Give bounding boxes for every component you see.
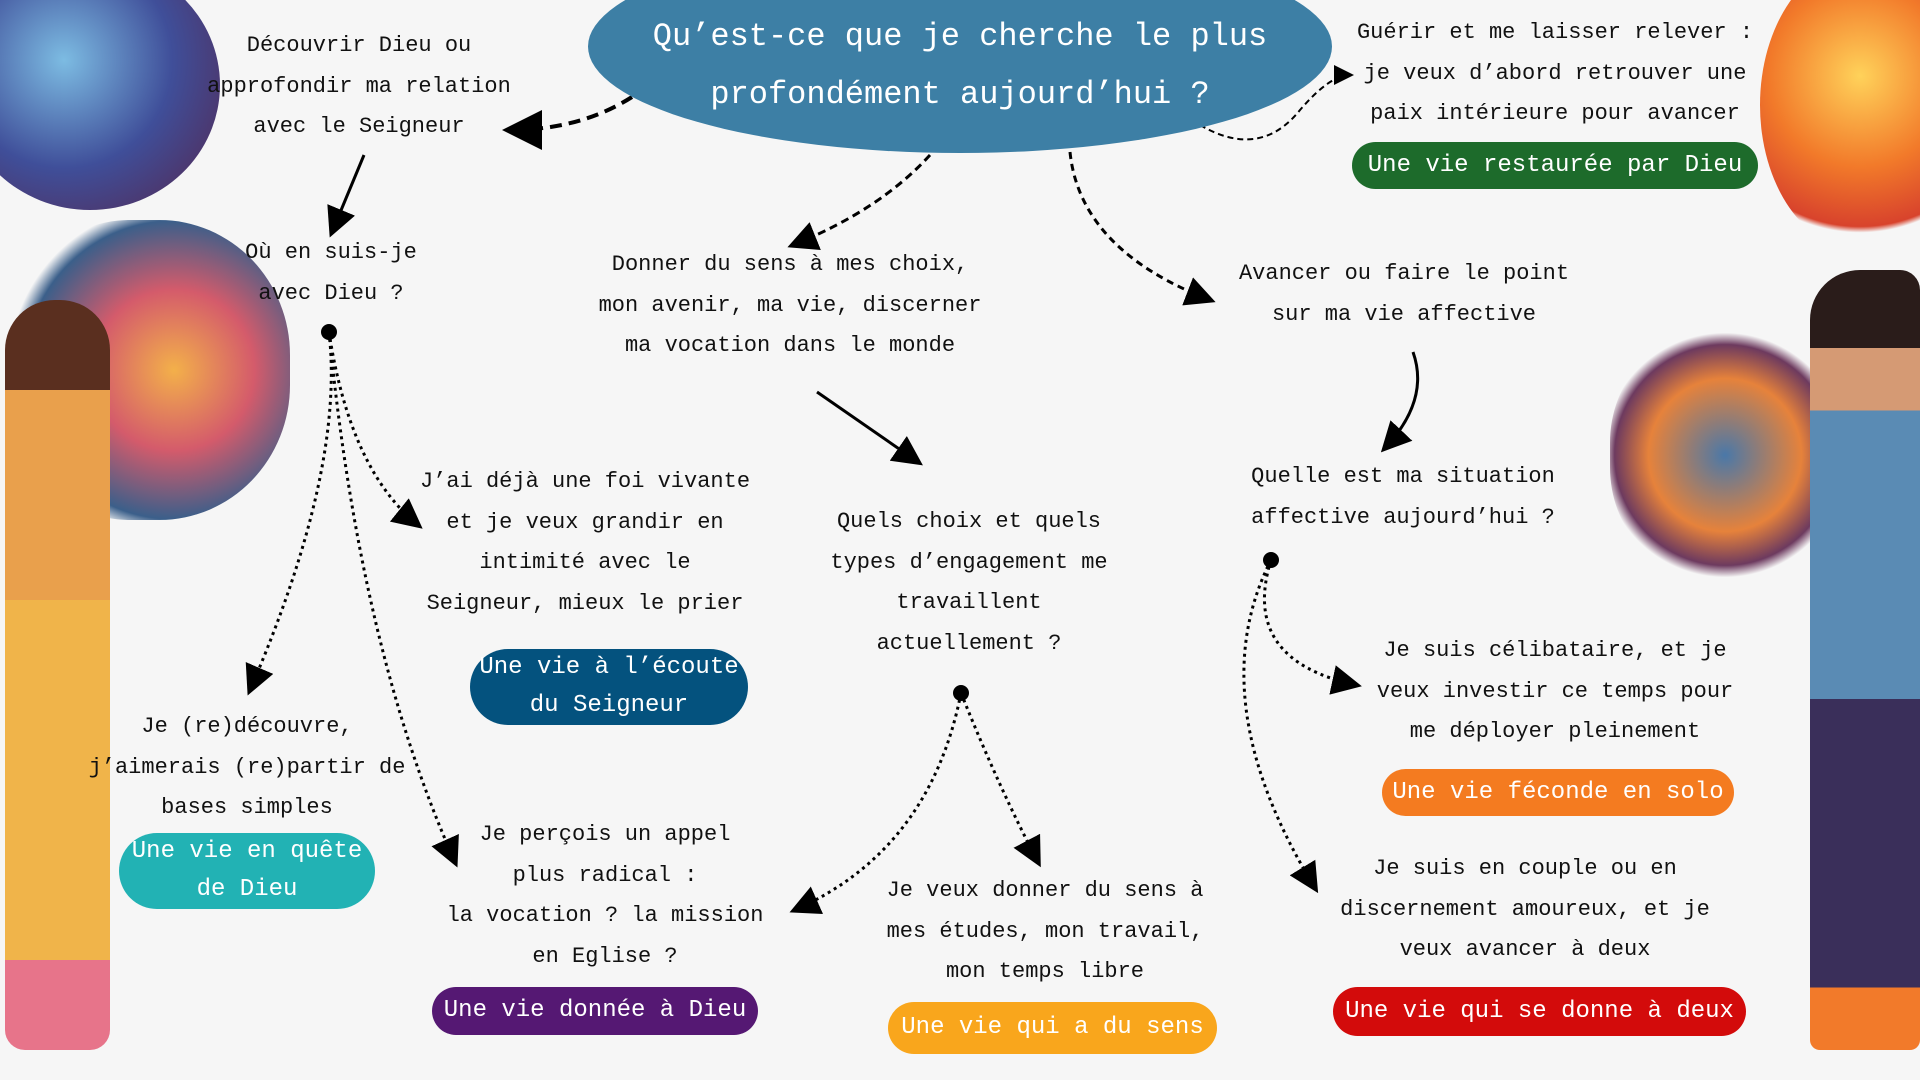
text-line: j’aimerais (re)partir de xyxy=(88,754,406,780)
title-line: profondément aujourd’hui ? xyxy=(710,76,1210,113)
text-line: intimité avec le xyxy=(479,550,691,575)
pill-line: Une vie féconde en solo xyxy=(1392,778,1724,806)
node-en-couple: Je suis en couple ou en discernement amou… xyxy=(1340,849,1710,971)
node-donner-du-sens: Donner du sens à mes choix, mon avenir, m… xyxy=(599,245,982,367)
pill-line: Une vie en quête xyxy=(131,838,363,865)
node-situation-affective: Quelle est ma situation affective aujourd… xyxy=(1251,457,1555,538)
text-line: ma vocation dans le monde xyxy=(624,333,956,358)
pill-vie-a-l-ecoute[interactable]: Une vie à l’écoute du Seigneur xyxy=(470,649,748,725)
text-line: J’ai déjà une foi vivante xyxy=(419,469,751,494)
text-line: Je (re)découvre, xyxy=(141,714,353,739)
text-line: affective aujourd’hui ? xyxy=(1251,504,1555,530)
text-line: en Eglise ? xyxy=(532,943,678,969)
text-line: et je veux grandir en xyxy=(446,509,724,535)
text-line: la vocation ? la mission xyxy=(446,903,764,928)
pill-line: Une vie à l’écoute xyxy=(479,654,739,681)
node-foi-vivante: J’ai déjà une foi vivante et je veux gran… xyxy=(420,462,750,624)
text-line: avec Dieu ? xyxy=(258,280,404,306)
node-decouvrir: Découvrir Dieu ou approfondir ma relation… xyxy=(207,26,511,148)
node-celibataire: Je suis célibataire, et je veux investir … xyxy=(1377,631,1733,753)
pill-vie-en-quete[interactable]: Une vie en quête de Dieu xyxy=(119,833,375,909)
woman-figure-illustration xyxy=(5,300,110,1050)
node-guerir: Guérir et me laisser relever : je veux d’… xyxy=(1357,13,1753,135)
text-line: sur ma vie affective xyxy=(1271,301,1537,327)
branch-dot xyxy=(1263,552,1279,568)
node-appel-radical: Je perçois un appel plus radical : la voca… xyxy=(447,815,764,977)
pill-vie-a-deux[interactable]: Une vie qui se donne à deux xyxy=(1333,987,1746,1036)
text-line: Donner du sens à mes choix, xyxy=(611,252,969,277)
text-line: Je veux donner du sens à xyxy=(886,878,1204,903)
text-line: travaillent xyxy=(896,590,1042,615)
text-line: mes études, mon travail, xyxy=(886,918,1204,944)
text-line: avec le Seigneur xyxy=(253,114,465,139)
text-line: approfondir ma relation xyxy=(207,73,511,99)
title-line: Qu’est-ce que je cherche le plus xyxy=(652,18,1268,55)
text-line: plus radical : xyxy=(512,862,698,888)
text-line: veux investir ce temps pour xyxy=(1376,678,1734,704)
pill-line: Une vie restaurée par Dieu xyxy=(1367,151,1743,179)
text-line: Quelle est ma situation xyxy=(1251,464,1555,489)
text-line: je veux d’abord retrouver une xyxy=(1363,60,1747,86)
text-line: mon avenir, ma vie, discerner xyxy=(598,292,982,318)
text-line: bases simples xyxy=(161,795,333,820)
man-figure-illustration xyxy=(1810,270,1920,1050)
pill-vie-feconde[interactable]: Une vie féconde en solo xyxy=(1382,769,1734,816)
branch-dot xyxy=(321,324,337,340)
text-line: paix intérieure pour avancer xyxy=(1370,101,1740,126)
text-line: Je suis en couple ou en xyxy=(1373,856,1677,881)
right-color-cloud-illustration xyxy=(1610,330,1840,580)
node-etudes-travail: Je veux donner du sens à mes études, mon … xyxy=(887,871,1204,993)
branch-dot xyxy=(953,685,969,701)
text-line: veux avancer à deux xyxy=(1399,937,1651,962)
text-line: me déployer pleinement xyxy=(1409,719,1701,744)
pill-line: Une vie qui se donne à deux xyxy=(1345,997,1734,1025)
node-quels-choix: Quels choix et quels types d’engagement m… xyxy=(830,502,1107,664)
text-line: discernement amoureux, et je xyxy=(1340,896,1710,922)
pill-vie-restauree[interactable]: Une vie restaurée par Dieu xyxy=(1352,142,1758,189)
text-line: actuellement ? xyxy=(876,630,1062,656)
node-vie-affective: Avancer ou faire le point sur ma vie affe… xyxy=(1239,254,1569,335)
text-line: Quels choix et quels xyxy=(836,509,1102,534)
pill-vie-qui-a-du-sens[interactable]: Une vie qui a du sens xyxy=(888,1002,1217,1054)
text-line: Je suis célibataire, et je xyxy=(1383,638,1727,663)
text-line: Où en suis-je xyxy=(245,240,417,265)
text-line: Guérir et me laisser relever : xyxy=(1356,20,1754,45)
pill-line: Une vie qui a du sens xyxy=(901,1014,1204,1041)
node-ou-en-suis-je: Où en suis-je avec Dieu ? xyxy=(245,233,417,314)
pill-line: du Seigneur xyxy=(529,692,689,719)
pill-line: Une vie donnée à Dieu xyxy=(443,997,747,1024)
text-line: Avancer ou faire le point xyxy=(1238,261,1570,286)
node-redecouvre: Je (re)découvre, j’aimerais (re)partir de… xyxy=(89,707,406,829)
text-line: mon temps libre xyxy=(945,959,1145,984)
text-line: Seigneur, mieux le prier xyxy=(426,590,744,616)
pill-vie-donnee[interactable]: Une vie donnée à Dieu xyxy=(432,987,758,1035)
pill-line: de Dieu xyxy=(196,876,298,903)
text-line: Découvrir Dieu ou xyxy=(246,33,472,58)
text-line: types d’engagement me xyxy=(830,549,1108,575)
text-line: Je perçois un appel xyxy=(479,822,731,847)
